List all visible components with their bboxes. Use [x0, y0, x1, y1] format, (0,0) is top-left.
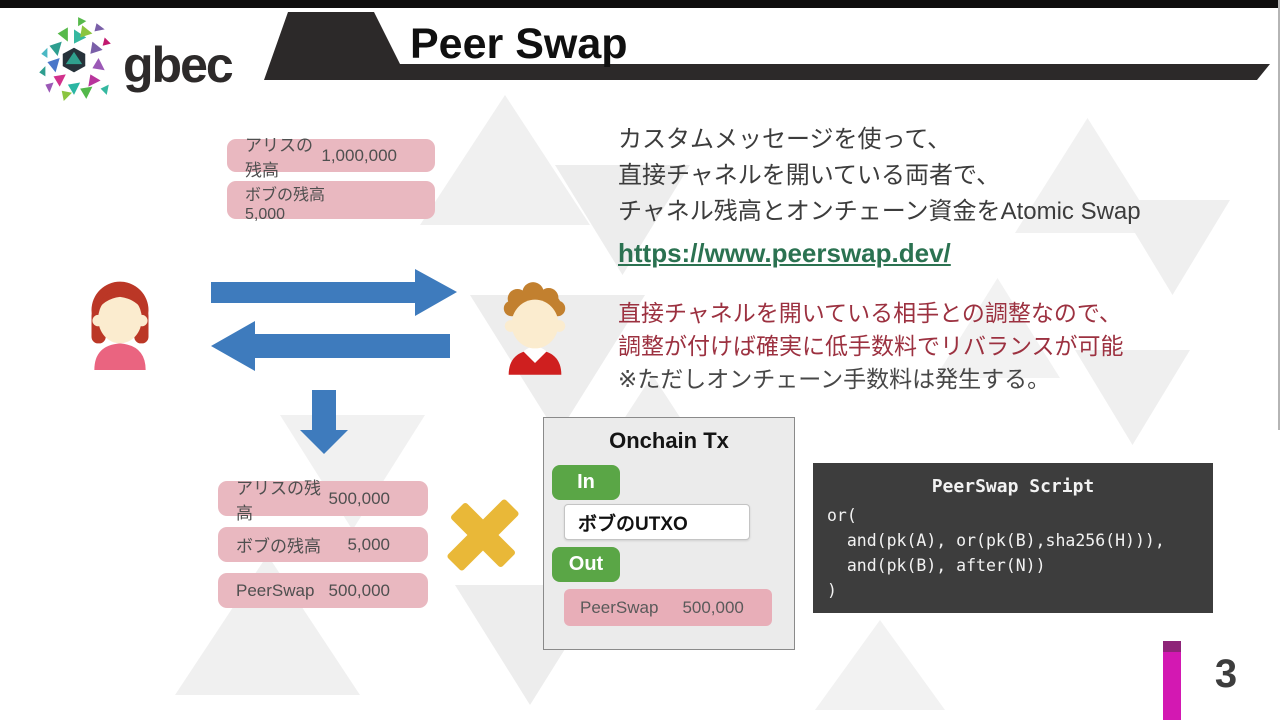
script-line: or( — [827, 506, 857, 525]
atomic-swap-text: Atomic Swap — [1000, 198, 1141, 225]
description-line-1: カスタムメッセージを使って、 — [618, 126, 952, 153]
tx-input-box: ボブのUTXO — [564, 504, 750, 540]
alice-balance-after-box: アリスの残高 500,000 — [218, 479, 428, 523]
cross-icon — [447, 499, 519, 571]
page-marker-bar — [1163, 652, 1181, 720]
arrow-down-icon — [300, 390, 348, 454]
tx-output-label: PeerSwap — [580, 597, 659, 617]
bob-balance-after-box: ボブの残高 5,000 — [218, 527, 428, 562]
page-number: 3 — [1214, 652, 1238, 696]
alice-balance-before-box: アリスの残高 1,000,000 — [227, 136, 435, 180]
onchain-tx-title: Onchain Tx — [609, 428, 729, 453]
bob-balance-before-box: ボブの残高 5,000 — [227, 181, 435, 223]
onchain-tx-box: Onchain Tx In ボブのUTXO Out PeerSwap 500,0… — [543, 417, 795, 650]
peerswap-link[interactable]: https://www.peerswap.dev/ — [618, 238, 951, 268]
bob-balance-after-label: ボブの残高 — [236, 537, 321, 556]
page-marker-cap — [1163, 641, 1181, 653]
bob-balance-before-value: 5,000 — [245, 206, 286, 223]
bob-balance-before-label: ボブの残高 — [245, 187, 326, 204]
bob-avatar-icon — [503, 282, 566, 375]
right-edge-line — [1278, 0, 1280, 430]
bob-balance-after-value: 5,000 — [347, 534, 390, 554]
note-line-1: 直接チャネルを開いている相手との調整なので、 — [618, 300, 1122, 326]
alice-avatar-icon — [91, 281, 149, 370]
peerswap-balance-label: PeerSwap — [236, 580, 315, 600]
background-triangle — [815, 620, 945, 710]
note-line-3: ※ただしオンチェーン手数料は発生する。 — [618, 366, 1051, 392]
script-line: and(pk(A), or(pk(B),sha256(H))), — [827, 531, 1165, 550]
arrow-right-icon — [211, 269, 457, 316]
swap-arrows — [211, 269, 457, 454]
alice-balance-after-label: アリスの残高 — [236, 478, 321, 523]
note-line-2: 調整が付けば確実に低手数料でリバランスが可能 — [618, 333, 1124, 359]
peerswap-script-box: PeerSwap Script or( and(pk(A), or(pk(B),… — [813, 463, 1213, 613]
title-banner-shape — [264, 12, 1270, 80]
description-text: カスタムメッセージを使って、 直接チャネルを開いている両者で、 チャネル残高とオ… — [618, 122, 1141, 273]
alice-balance-before-value: 1,000,000 — [321, 145, 397, 165]
description-line-3: チャネル残高とオンチェーン資金をAtomic Swap — [618, 198, 1141, 225]
logo: gbec — [33, 13, 234, 103]
note-text: 直接チャネルを開いている相手との調整なので、 調整が付けば確実に低手数料でリバラ… — [618, 297, 1124, 396]
page-title: Peer Swap — [410, 20, 628, 68]
tx-out-tag: Out — [552, 547, 620, 582]
logo-text: gbec — [123, 37, 234, 93]
peerswap-script-title: PeerSwap Script — [931, 476, 1095, 497]
script-line: ) — [827, 581, 837, 600]
tx-output-value: 500,000 — [682, 597, 744, 617]
peerswap-balance-value: 500,000 — [328, 580, 390, 600]
tx-in-tag: In — [552, 465, 620, 500]
top-border — [0, 0, 1280, 8]
description-line-2: 直接チャネルを開いている両者で、 — [618, 162, 1001, 189]
tx-output-box: PeerSwap 500,000 — [564, 589, 772, 626]
alice-balance-before-label: アリスの残高 — [245, 135, 313, 180]
gbec-logo-icon — [39, 17, 111, 101]
arrow-left-icon — [211, 321, 450, 371]
script-line: and(pk(B), after(N)) — [827, 556, 1046, 575]
peerswap-script-code: or( and(pk(A), or(pk(B),sha256(H))), and… — [813, 503, 1213, 603]
alice-balance-after-value: 500,000 — [328, 488, 390, 508]
peerswap-balance-box: PeerSwap 500,000 — [218, 573, 428, 608]
background-triangle — [420, 95, 590, 225]
